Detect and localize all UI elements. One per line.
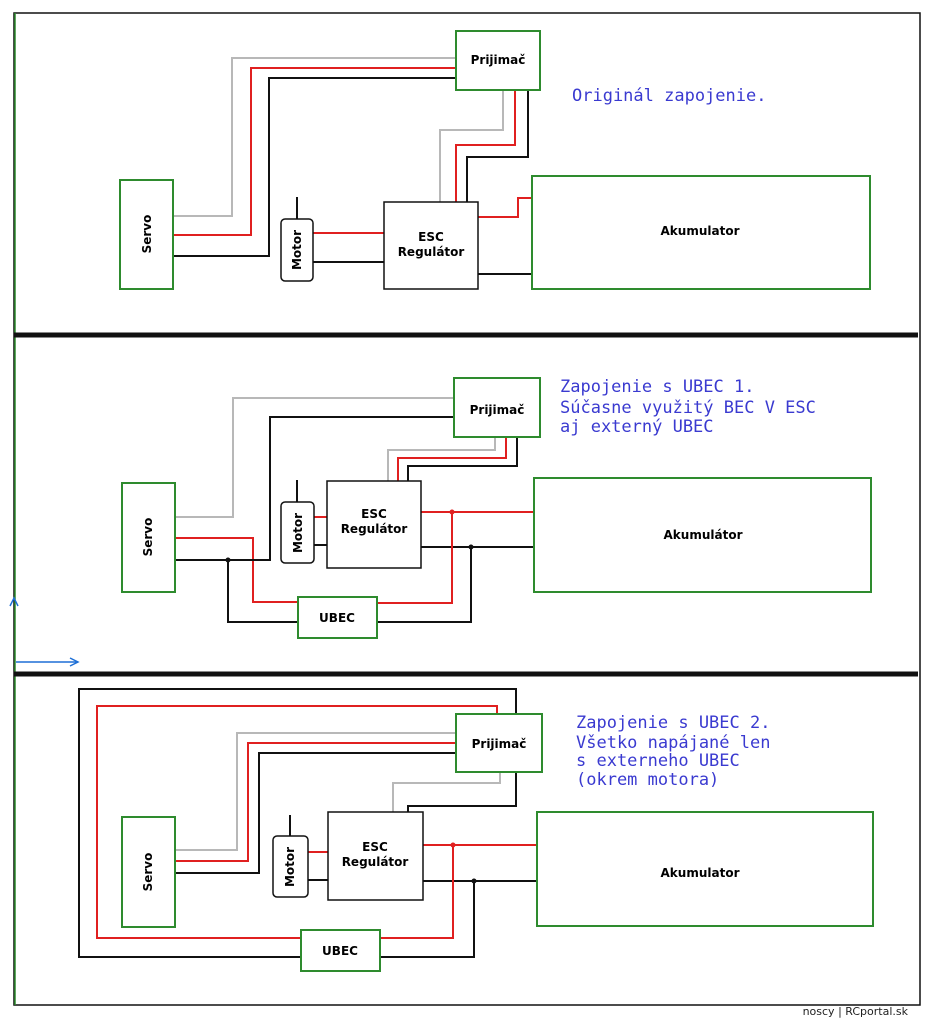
receiver-box — [455, 713, 543, 773]
note-line: Všetko napájané len — [576, 733, 770, 753]
wire-signal — [392, 772, 501, 812]
esc-box — [326, 480, 422, 569]
note-line: (okrem motora) — [576, 770, 719, 790]
wire-signal — [173, 57, 456, 217]
motor-box — [280, 218, 314, 282]
esc-box — [383, 201, 479, 290]
panel-note: Originál zapojenie. — [572, 86, 766, 106]
note-line: Zapojenie s UBEC 1. — [560, 377, 754, 397]
wire-signal — [439, 90, 504, 202]
panel-ubec-2: Prijimač Servo Motor ESC Regulátor Akumu… — [78, 688, 874, 972]
wire-ground — [175, 752, 456, 874]
wire-signal — [175, 732, 456, 851]
ubec-label: UBEC — [319, 611, 355, 625]
up-arrow-icon — [9, 596, 19, 607]
battery-label: Akumulator — [661, 224, 740, 238]
wire-ground — [466, 90, 529, 202]
battery-box — [533, 477, 872, 593]
wire-positive — [455, 90, 516, 202]
wire-ground — [175, 416, 454, 561]
panel-note: Zapojenie s UBEC 2. Všetko napájané len … — [576, 713, 781, 790]
wire-positive — [175, 742, 456, 862]
receiver-label: Prijimač — [471, 53, 526, 67]
note-line: Zapojenie s UBEC 2. — [576, 713, 770, 733]
outer-frame — [13, 12, 921, 1006]
servo-label: Servo — [140, 215, 154, 254]
right-arrow-icon — [69, 657, 80, 667]
esc-label: ESC — [361, 507, 387, 521]
wire-positive — [397, 437, 507, 481]
battery-box — [531, 175, 871, 290]
panel-note: Zapojenie s UBEC 1. Súčasne využitý BEC … — [560, 377, 826, 437]
wire-positive — [173, 67, 456, 236]
servo-box — [121, 816, 176, 928]
wire-signal — [175, 397, 454, 518]
esc-sublabel: Regulátor — [398, 245, 465, 259]
wire-ubec-in — [377, 547, 472, 623]
note-line: aj externý UBEC — [560, 417, 714, 437]
battery-label: Akumulátor — [664, 528, 743, 542]
motor-label: Motor — [291, 513, 305, 553]
ubec-box — [297, 596, 378, 639]
wire-ground — [173, 77, 456, 257]
panel-original: Prijimač Servo Motor ESC Regulátor Akumu… — [119, 30, 871, 290]
esc-label: ESC — [362, 840, 388, 854]
motor-label: Motor — [283, 847, 297, 887]
motor-box — [280, 501, 315, 564]
wire-signal — [387, 437, 496, 481]
receiver-label: Prijimač — [470, 403, 525, 417]
battery-box — [536, 811, 874, 927]
wire-positive — [175, 537, 298, 603]
esc-box — [327, 811, 424, 901]
receiver-label: Prijimač — [472, 737, 527, 751]
esc-label: ESC — [418, 230, 444, 244]
ubec-box — [300, 929, 381, 972]
note-line: s externeho UBEC — [576, 751, 740, 771]
wire-power — [478, 197, 532, 218]
servo-box — [121, 482, 176, 593]
motor-box — [272, 835, 309, 898]
receiver-box — [453, 377, 541, 438]
junction-dot — [471, 878, 477, 884]
wire-positive-loop — [96, 705, 498, 939]
note-line: Súčasne využitý BEC V ESC — [560, 398, 816, 418]
wire-ground — [227, 560, 298, 623]
junction-dot — [468, 544, 474, 550]
esc-sublabel: Regulátor — [341, 522, 408, 536]
panel-ubec-1: Prijimač Servo Motor ESC Regulátor Akumu… — [121, 377, 872, 639]
junction-dot — [449, 509, 455, 515]
esc-sublabel: Regulátor — [342, 855, 409, 869]
wire-ground-loop — [78, 688, 517, 958]
wire-ubec-in — [380, 845, 454, 939]
wire-ubec-in — [380, 881, 475, 958]
wire-ground — [407, 437, 518, 481]
wire-ubec-in — [377, 512, 453, 604]
receiver-box — [455, 30, 541, 91]
junction-dot — [450, 842, 456, 848]
motor-label: Motor — [290, 230, 304, 270]
servo-label: Servo — [141, 853, 155, 892]
junction-dot — [225, 557, 231, 563]
servo-box — [119, 179, 174, 290]
servo-label: Servo — [141, 518, 155, 557]
ubec-label: UBEC — [322, 944, 358, 958]
credit-text: noscy | RCportal.sk — [802, 1005, 908, 1018]
battery-label: Akumulator — [661, 866, 740, 880]
note-line: Originál zapojenie. — [572, 86, 766, 106]
blue-arrow-marks — [9, 596, 80, 667]
